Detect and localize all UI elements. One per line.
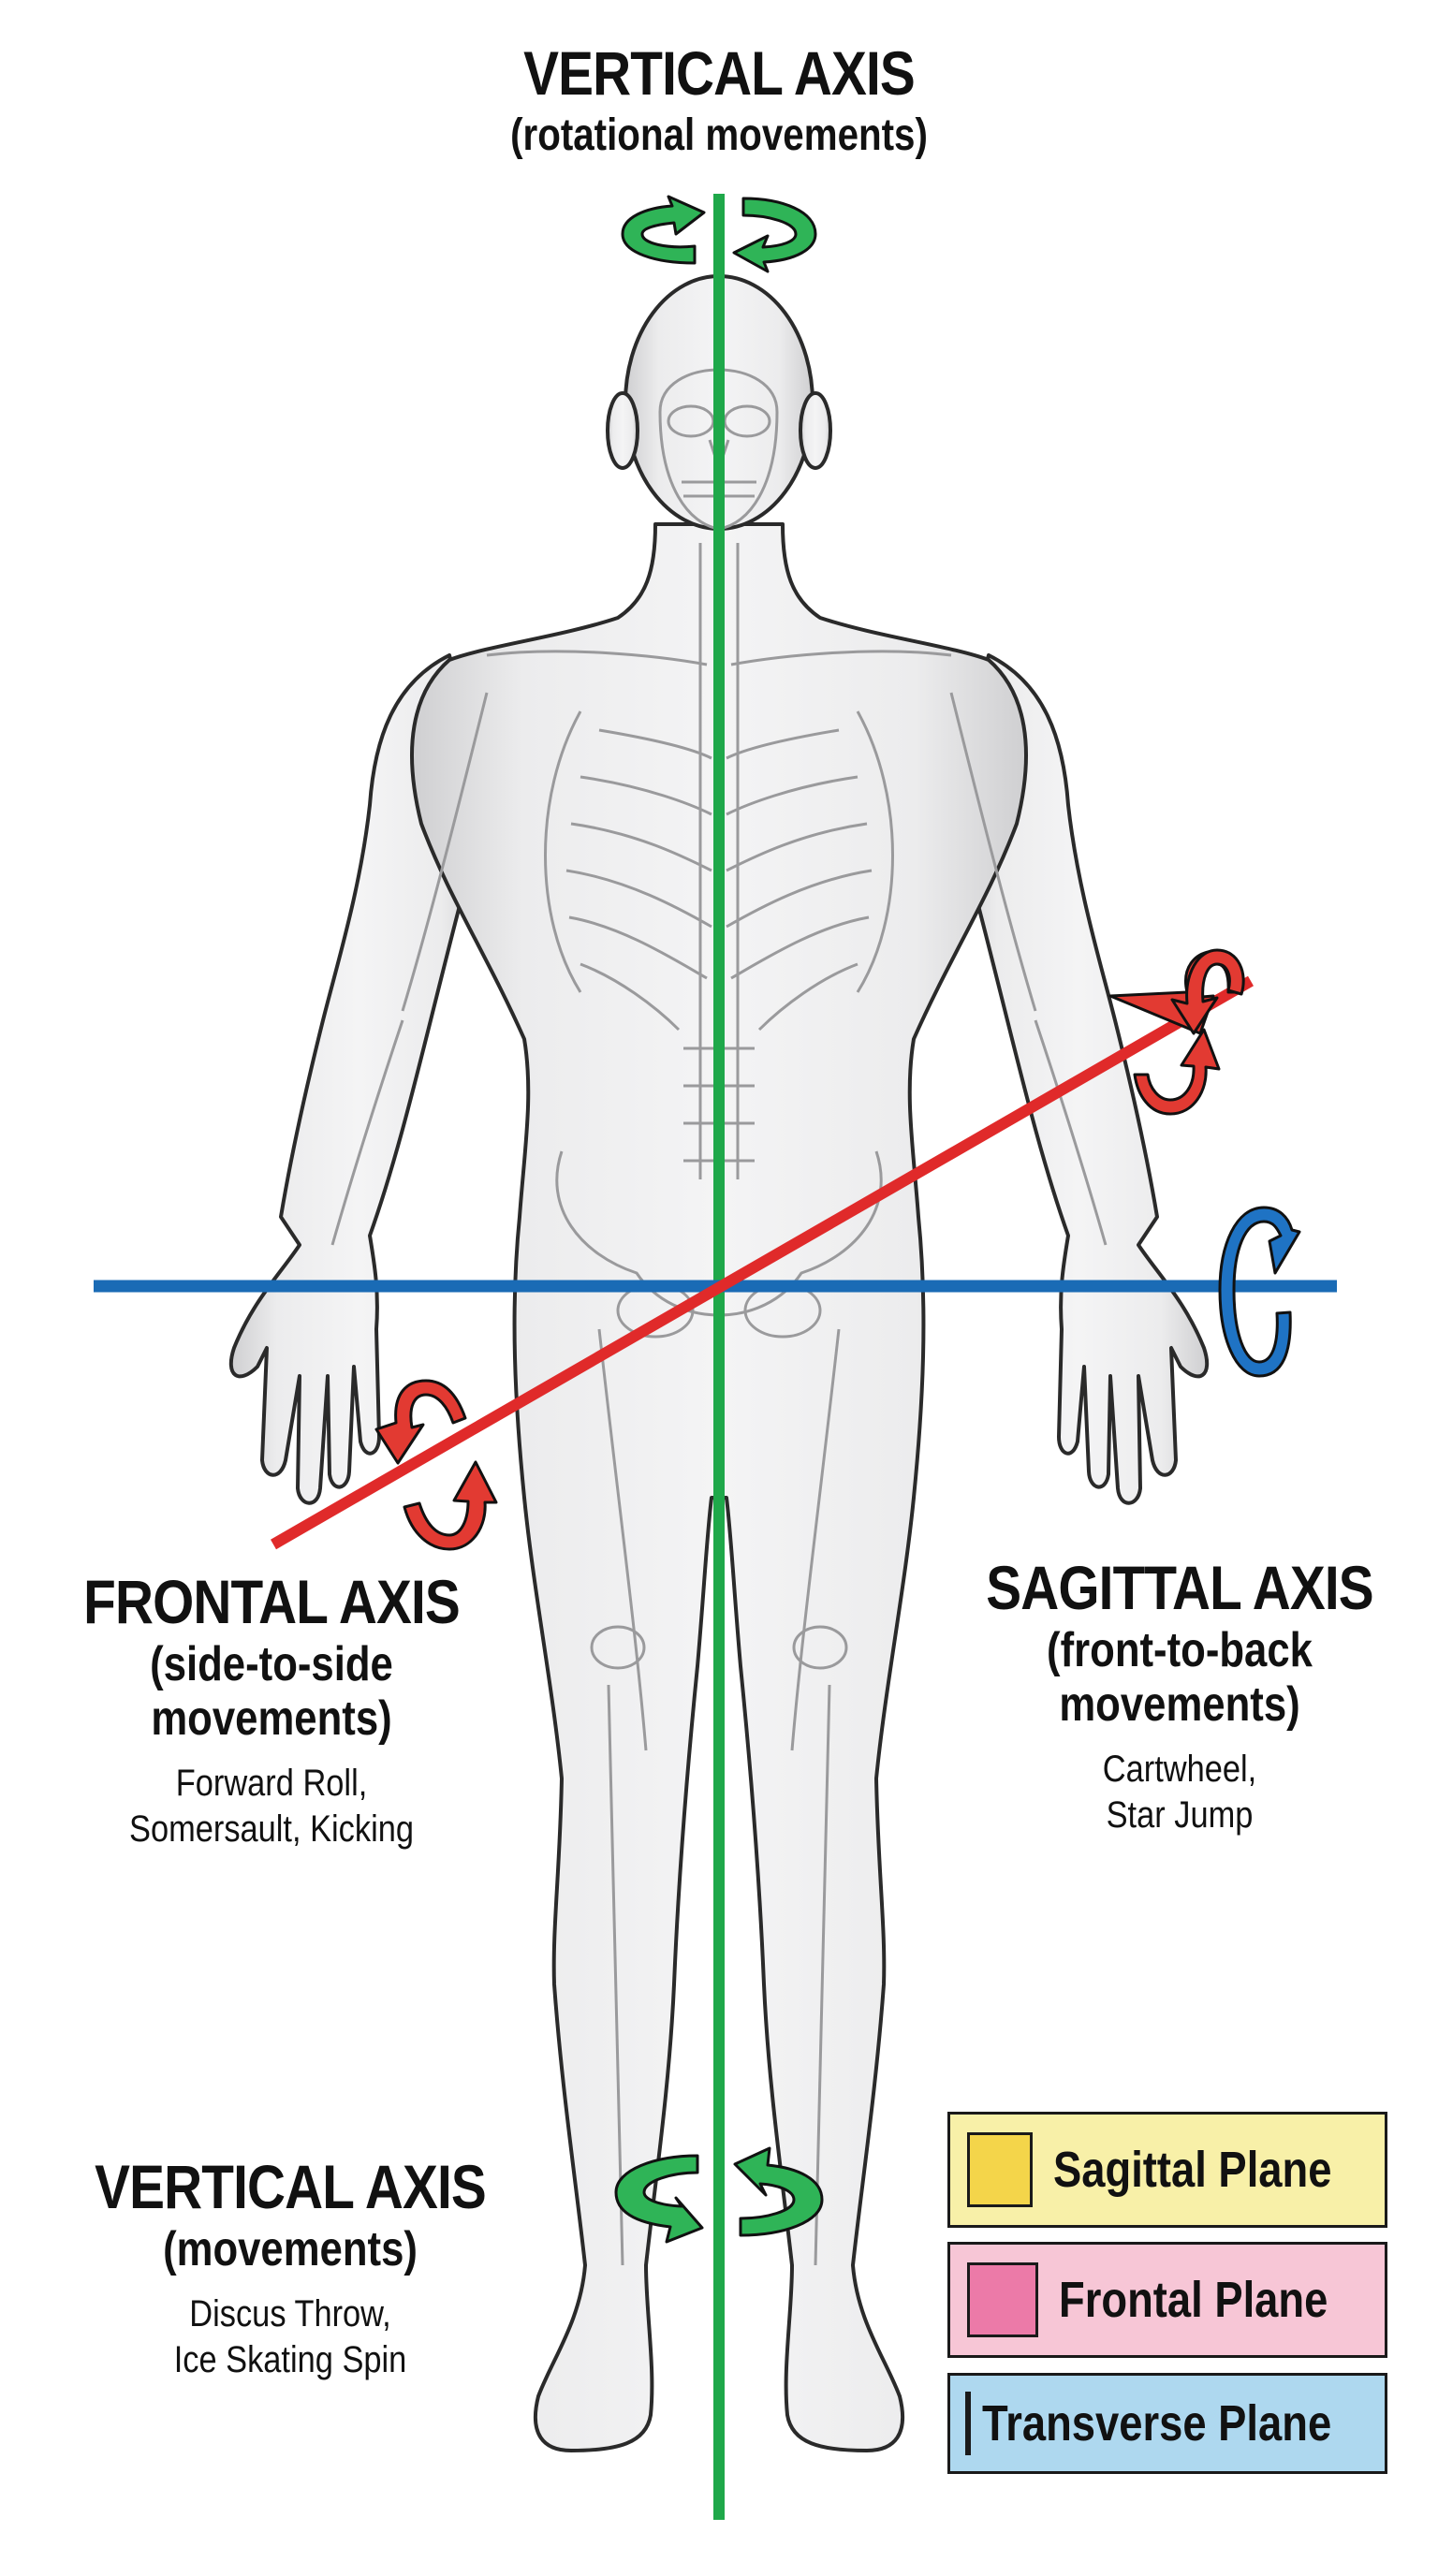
legend-label-transverse-plane: Transverse Plane bbox=[982, 2395, 1332, 2452]
red-rotation-arrows-right-icon-group bbox=[1133, 948, 1245, 1116]
sagittal-axis-title: SAGITTAL AXIS bbox=[986, 1553, 1373, 1622]
skeleton-details bbox=[330, 368, 1108, 2266]
left-ear bbox=[606, 391, 639, 470]
frontal-axis-title: FRONTAL AXIS bbox=[83, 1567, 461, 1636]
sagittal-plane-swatch-icon bbox=[967, 2132, 1033, 2207]
sagittal-axis-examples-line1: Cartwheel, bbox=[1102, 1749, 1257, 1791]
frontal-axis-examples-line2: Somersault, Kicking bbox=[128, 1808, 414, 1851]
frontal-axis-label: FRONTAL AXIS (side-to-side movements) Fo… bbox=[37, 1567, 506, 1852]
frontal-axis-subtitle-line1: (side-to-side bbox=[150, 1636, 393, 1691]
legend-item-transverse-plane: Transverse Plane bbox=[947, 2373, 1387, 2474]
right-ear bbox=[799, 391, 832, 470]
green-rotation-arrows-bottom-icon bbox=[614, 2146, 824, 2244]
blue-rotation-arrow-icon bbox=[1218, 1206, 1301, 1378]
frontal-axis-subtitle-line2: movements) bbox=[151, 1691, 392, 1747]
frontal-plane-swatch-icon bbox=[967, 2262, 1038, 2337]
red-rotation-arrows-left-icon bbox=[374, 1379, 498, 1551]
sagittal-axis-subtitle-line1: (front-to-back bbox=[1047, 1622, 1313, 1677]
bottom-vertical-axis-title: VERTICAL AXIS bbox=[95, 2152, 487, 2221]
green-rotation-arrows-top-icon bbox=[621, 195, 817, 273]
sagittal-axis-label: SAGITTAL AXIS (front-to-back movements) … bbox=[936, 1553, 1423, 1838]
transverse-plane-swatch-icon bbox=[965, 2392, 971, 2455]
bottom-vertical-axis-label: VERTICAL AXIS (movements) Discus Throw, … bbox=[37, 2152, 543, 2383]
top-vertical-axis-subtitle: (rotational movements) bbox=[510, 110, 928, 160]
sagittal-axis-examples-line2: Star Jump bbox=[1106, 1794, 1254, 1837]
legend-label-frontal-plane: Frontal Plane bbox=[1059, 2272, 1328, 2328]
top-vertical-axis-title: VERTICAL AXIS bbox=[523, 38, 916, 108]
frontal-axis-examples-line1: Forward Roll, bbox=[175, 1763, 368, 1805]
legend-item-frontal-plane: Frontal Plane bbox=[947, 2242, 1387, 2358]
bottom-vertical-axis-examples-line1: Discus Throw, bbox=[189, 2293, 391, 2335]
legend-label-sagittal-plane: Sagittal Plane bbox=[1052, 2142, 1332, 2198]
sagittal-axis-subtitle-line2: movements) bbox=[1059, 1677, 1300, 1733]
frontal-axis-line bbox=[271, 975, 1254, 1550]
bottom-vertical-axis-examples-line2: Ice Skating Spin bbox=[173, 2338, 407, 2380]
bottom-vertical-axis-subtitle: (movements) bbox=[163, 2221, 418, 2276]
legend-item-sagittal-plane: Sagittal Plane bbox=[947, 2112, 1387, 2228]
top-vertical-axis-label: VERTICAL AXIS (rotational movements) bbox=[345, 38, 1093, 161]
